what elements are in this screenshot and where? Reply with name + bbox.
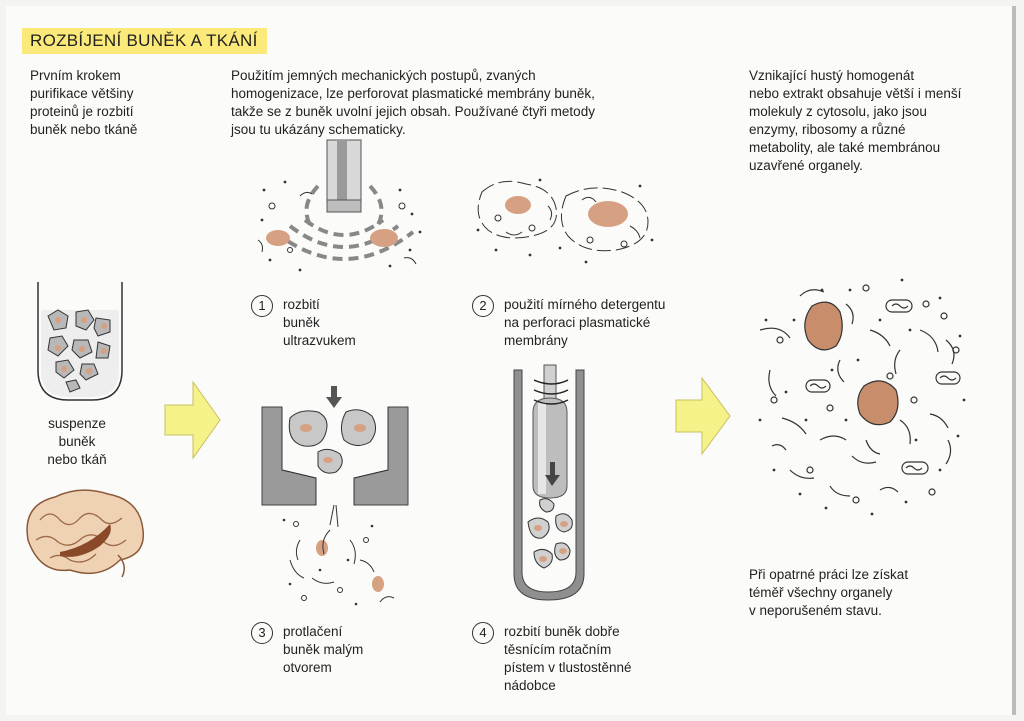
method-3-label: protlačení buněk malým otvorem [283, 624, 364, 675]
ultrasound-probe [326, 139, 362, 213]
method-4-number: 4 [472, 622, 494, 644]
process-arrow-2 [675, 376, 731, 456]
intro-right-text: Vznikající hustý homogenát nebo extrakt … [749, 68, 962, 173]
conclusion-text: Při opatrné práci lze získat téměř všech… [749, 567, 909, 618]
ultrasound-cell-debris [257, 180, 422, 272]
method-2-label: použití mírného detergentu na perforaci … [504, 297, 666, 348]
page-background [6, 6, 1016, 715]
intro-left-text: Prvním krokem purifikace většiny protein… [30, 68, 138, 137]
rotating-pestle [532, 364, 569, 499]
homogenate-organelles [758, 278, 966, 516]
intro-middle-text: Použitím jemných mechanických postupů, z… [231, 68, 595, 137]
suspension-tube [37, 282, 123, 401]
method-2-number: 2 [472, 295, 494, 317]
pressed-cells [288, 409, 376, 474]
suspension-label: suspenze buněk nebo tkáň [47, 416, 107, 467]
extruded-debris [282, 504, 395, 606]
tube-cells [527, 498, 573, 569]
process-arrow-1 [164, 380, 221, 460]
method-4-label: rozbití buněk dobře těsnícím rotačním pí… [504, 624, 632, 693]
detergent-perforated-cells [476, 178, 654, 264]
page-title: ROZBÍJENÍ BUNĚK A TKÁNÍ [22, 28, 267, 54]
method-3-number: 3 [251, 622, 273, 644]
method-1-label: rozbití buněk ultrazvukem [283, 297, 356, 348]
piston-down-arrow [326, 386, 342, 408]
brain-tissue-illustration [26, 489, 145, 578]
homogenizer-tube [513, 369, 585, 601]
press-chamber [261, 406, 409, 506]
method-1-number: 1 [251, 295, 273, 317]
